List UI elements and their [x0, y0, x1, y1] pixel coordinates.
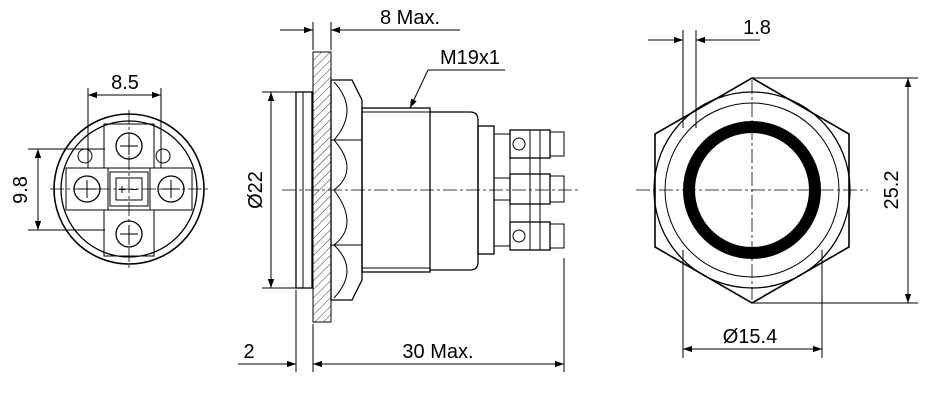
rear-view: + − [10, 72, 208, 268]
side-view: 8 Max. M19x1 Ø22 2 30 Max. [238, 7, 580, 372]
dim-width-label: 8.5 [111, 72, 139, 94]
front-view: 1.8 25.2 Ø15.4 [636, 17, 918, 358]
rear-body [430, 111, 479, 271]
dim-length-label: 30 Max. [402, 341, 473, 363]
dim-flange-label: 2 [243, 341, 254, 363]
rear-hole [155, 148, 171, 164]
dim-ring-diameter-label: Ø15.4 [723, 326, 777, 348]
rear-hole [77, 148, 93, 164]
dim-height-label: 9.8 [10, 176, 32, 204]
mounting-panel [312, 51, 332, 323]
dim-across-corners-label: 25.2 [881, 171, 903, 210]
dim-diameter-label: Ø22 [245, 171, 267, 209]
dim-ring-label: 1.8 [743, 17, 771, 39]
minus-symbol: − [130, 181, 138, 197]
threaded-body [361, 107, 431, 273]
dim-panel-label: 8 Max. [380, 7, 440, 29]
dim-thread-label: M19x1 [440, 47, 500, 69]
